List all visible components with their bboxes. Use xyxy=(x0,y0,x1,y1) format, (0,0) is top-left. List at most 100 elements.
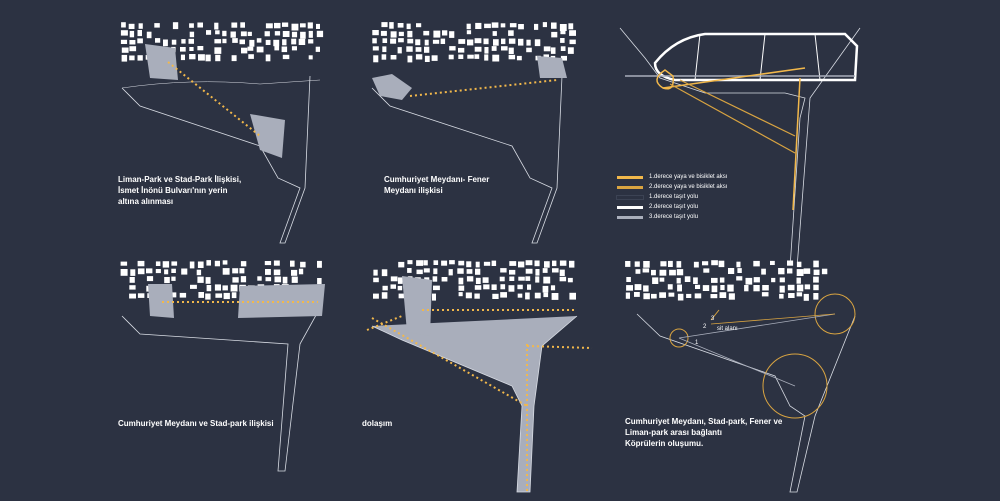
building-block xyxy=(534,39,541,47)
pedestrian-axis xyxy=(366,315,403,331)
building-block xyxy=(669,269,676,276)
building-block xyxy=(442,30,448,36)
building-block xyxy=(415,39,421,46)
legend-swatch xyxy=(617,215,643,219)
building-block xyxy=(651,269,656,276)
building-block xyxy=(215,30,220,35)
building-block xyxy=(424,39,429,46)
building-block xyxy=(559,260,567,266)
building-block xyxy=(416,269,423,275)
legend-item: 3.derece taşıt yolu xyxy=(617,212,757,222)
park-area xyxy=(148,284,174,318)
site-plan-map xyxy=(371,22,576,244)
building-block xyxy=(509,276,515,281)
building-block xyxy=(518,276,525,281)
building-block xyxy=(676,261,682,268)
building-block xyxy=(162,261,170,268)
building-block xyxy=(559,269,565,276)
building-block xyxy=(475,22,482,29)
building-block xyxy=(189,261,195,269)
building-block xyxy=(196,269,202,276)
building-block xyxy=(643,261,650,268)
building-block xyxy=(475,277,481,284)
building-block xyxy=(171,268,176,273)
bridge-node-circle xyxy=(762,353,828,419)
building-block xyxy=(433,268,438,275)
legend-swatch xyxy=(616,194,644,200)
building-block xyxy=(232,277,239,283)
building-block xyxy=(458,292,463,297)
building-block xyxy=(198,54,205,61)
building-block xyxy=(813,276,819,283)
building-block xyxy=(432,293,436,301)
building-block xyxy=(222,285,228,291)
building-block xyxy=(449,260,455,265)
building-block xyxy=(129,285,136,290)
building-block xyxy=(695,284,701,289)
building-block xyxy=(525,260,533,266)
building-block xyxy=(214,22,219,30)
building-block xyxy=(634,261,640,267)
building-block xyxy=(423,30,430,36)
building-block xyxy=(525,268,533,274)
site-boundary xyxy=(619,27,861,263)
building-block xyxy=(407,268,412,273)
building-block xyxy=(190,284,197,289)
building-blocks xyxy=(372,22,576,63)
building-block xyxy=(508,38,516,44)
building-block xyxy=(625,261,631,267)
site-plan-map xyxy=(120,260,325,472)
building-block xyxy=(466,276,474,282)
building-block xyxy=(551,293,559,300)
building-block xyxy=(668,292,675,297)
building-block xyxy=(813,284,819,291)
building-block xyxy=(137,55,143,61)
building-block xyxy=(146,31,152,39)
building-block xyxy=(137,268,145,275)
building-block xyxy=(214,284,221,291)
panel-transport-network xyxy=(615,18,865,263)
building-block xyxy=(120,30,128,36)
building-block xyxy=(516,55,522,61)
building-block xyxy=(787,284,795,291)
building-block xyxy=(423,268,430,273)
building-block xyxy=(542,268,548,273)
building-block xyxy=(569,30,576,36)
building-block xyxy=(788,293,795,298)
building-block xyxy=(282,39,287,46)
coastline xyxy=(121,79,321,89)
building-block xyxy=(205,293,211,300)
building-block xyxy=(560,30,566,35)
building-block xyxy=(483,261,491,266)
building-block xyxy=(484,47,489,54)
building-block xyxy=(300,23,306,28)
building-block xyxy=(171,292,177,298)
building-block xyxy=(525,276,531,281)
building-block xyxy=(239,39,245,45)
building-block xyxy=(484,54,489,61)
building-block xyxy=(534,292,541,299)
building-block xyxy=(281,46,288,53)
building-block xyxy=(298,38,306,45)
building-block xyxy=(382,46,387,53)
building-block xyxy=(552,260,557,267)
building-block xyxy=(239,268,245,274)
building-block xyxy=(693,261,699,268)
building-block xyxy=(466,261,472,268)
building-block xyxy=(274,276,282,283)
building-block xyxy=(248,54,254,59)
building-block xyxy=(240,22,245,28)
building-block xyxy=(432,276,438,282)
building-block xyxy=(130,269,136,276)
building-block xyxy=(240,276,247,283)
building-block xyxy=(458,47,465,53)
building-block xyxy=(718,260,725,268)
building-block xyxy=(534,23,539,30)
building-block xyxy=(736,261,741,268)
building-block xyxy=(569,292,576,300)
building-block xyxy=(466,23,471,30)
building-block xyxy=(659,277,665,282)
building-block xyxy=(761,268,766,275)
building-block xyxy=(129,55,135,61)
building-block xyxy=(796,269,804,276)
